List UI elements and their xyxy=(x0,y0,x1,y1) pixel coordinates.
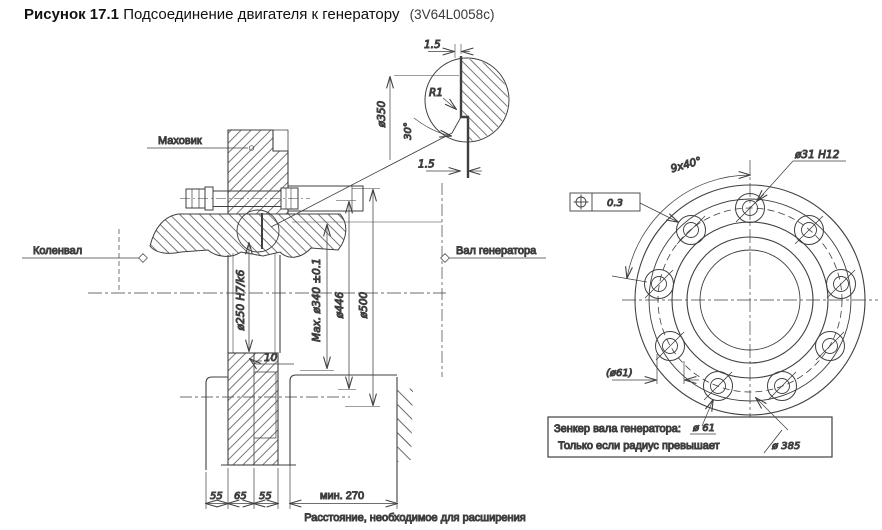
label-flywheel: Маховик xyxy=(158,135,202,147)
flywheel-section xyxy=(227,129,289,215)
generator-housing xyxy=(180,374,413,502)
note-line1: Зенкер вала генератора: xyxy=(554,423,681,435)
flywheel-marker-icon xyxy=(248,145,255,151)
dim-step-10: 10 xyxy=(264,352,278,364)
dim-hole-dia: ø31 H12 xyxy=(794,149,840,161)
note-line2: Только если радиус превышает xyxy=(558,440,720,452)
diameter-dimensions xyxy=(249,188,442,407)
note-box xyxy=(547,398,833,458)
shaft-spigot xyxy=(227,253,281,353)
dim-chain-55b: 55 xyxy=(259,491,272,502)
part-labels xyxy=(22,145,546,263)
counterbore-dimension xyxy=(612,354,699,384)
hole-pattern-dimension xyxy=(611,175,750,283)
label-crankshaft: Коленвал xyxy=(33,245,82,257)
dim-500: ø500 xyxy=(358,291,370,319)
dim-detail-angle: 30° xyxy=(403,122,414,140)
dim-position-tolerance: 0.3 xyxy=(607,198,623,209)
dim-max-spigot: Мах. ø340 ±0.1 xyxy=(311,258,323,342)
figure-number: Рисунок 17.1 xyxy=(24,6,120,23)
note-line2-value: ø 385 xyxy=(771,441,800,452)
dim-chain-55a: 55 xyxy=(210,491,223,502)
figure-code: (3V64L0058c) xyxy=(409,7,495,22)
generator-diamond-icon xyxy=(440,253,450,263)
bolt xyxy=(180,186,310,211)
bottom-dimension-chain xyxy=(206,465,397,509)
label-generator-shaft: Вал генератора xyxy=(456,245,537,257)
expansion-caption: Расстояние, необходимое для расширения xyxy=(304,512,525,524)
detail-region-circle xyxy=(236,209,280,253)
dim-counterbore: (ø61) xyxy=(606,368,633,379)
detail-leader-line xyxy=(270,132,453,228)
dim-min-270: мин. 270 xyxy=(320,490,364,502)
lower-flange-section xyxy=(221,352,296,466)
figure-name: Подсоединение двигателя к генератору xyxy=(123,6,400,23)
section-view: ø250 H7/k6 Мах. ø340 ±0.1 ø446 ø500 10 5… xyxy=(22,39,546,525)
dim-chain-65: 65 xyxy=(234,491,247,502)
position-tolerance-frame xyxy=(569,192,678,222)
flange-view: 9x40° ø31 H12 0.3 xyxy=(547,149,878,458)
dim-446: ø446 xyxy=(334,291,346,319)
dim-detail-bottom: 1.5 xyxy=(418,159,435,171)
dim-detail-radius: R1 xyxy=(429,87,443,99)
dim-detail-dia: ø350 xyxy=(376,100,388,128)
note-line1-value: ø 61 xyxy=(692,423,715,434)
dim-detail-top: 1.5 xyxy=(424,39,441,51)
generator-hub-section xyxy=(149,209,347,258)
dim-hole-pattern: 9x40° xyxy=(669,155,703,175)
dim-shaft-fit: ø250 H7/k6 xyxy=(235,269,247,331)
figure-title: Рисунок 17.1 Подсоединение двигателя к г… xyxy=(24,6,494,23)
crankshaft-diamond-icon xyxy=(138,253,148,263)
hole-dia-callout xyxy=(757,160,846,201)
position-tolerance-icon xyxy=(573,194,589,210)
